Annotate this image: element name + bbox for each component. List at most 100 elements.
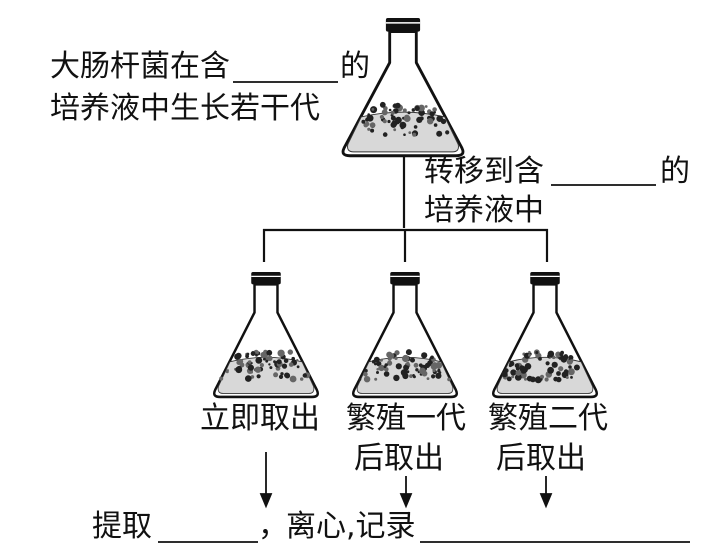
bacteria-dot — [379, 358, 383, 362]
bacteria-dot — [545, 361, 550, 366]
bacteria-dot — [369, 122, 376, 128]
bacteria-dot — [426, 377, 430, 380]
bacteria-dot — [560, 350, 564, 355]
bacteria-dot — [255, 357, 263, 364]
bacteria-dot — [440, 118, 447, 125]
flask-right-label-line2: 后取出 — [496, 441, 586, 476]
bacteria-dot — [568, 370, 572, 373]
bacteria-dot — [384, 363, 388, 367]
bacteria-dot — [384, 367, 389, 372]
bacteria-dot — [506, 376, 512, 382]
bacteria-dot — [555, 351, 562, 358]
bacteria-dot — [260, 351, 267, 358]
bacteria-dot — [544, 377, 549, 382]
bacteria-dot — [277, 349, 285, 357]
connector-lines — [262, 155, 549, 262]
bacteria-dot — [247, 360, 252, 364]
bacteria-dot — [528, 353, 531, 357]
flask-left — [212, 270, 320, 399]
bacteria-dot — [365, 121, 370, 127]
bacteria-dot — [291, 356, 296, 361]
bacteria-dot — [383, 371, 390, 377]
bacteria-dot — [535, 351, 539, 354]
bacteria-dot — [547, 350, 555, 358]
bacteria-dot — [403, 364, 410, 371]
bacteria-dot — [273, 360, 276, 364]
bottom-prefix: 提取 — [92, 509, 152, 544]
bacteria-dot — [394, 350, 400, 356]
bacteria-dot — [267, 355, 273, 361]
bacteria-dot — [435, 372, 442, 379]
bacteria-dot — [246, 352, 250, 356]
bacteria-dot — [402, 354, 410, 363]
bacteria-dot — [371, 108, 375, 111]
bacteria-dot — [394, 356, 398, 360]
bacteria-dot — [565, 376, 569, 379]
bacteria-dot — [265, 359, 269, 363]
bacteria-dot — [437, 368, 441, 372]
bacteria-dot — [514, 363, 520, 368]
arrow-down-icon — [399, 493, 413, 509]
transfer-label-line1-suffix: 的 — [660, 154, 690, 189]
blank-lines — [158, 81, 690, 543]
bacteria-dot — [289, 375, 297, 383]
bacteria-dot — [433, 123, 438, 127]
bacteria-dot — [367, 113, 371, 116]
bacteria-dot — [418, 363, 423, 368]
bacteria-dot — [429, 111, 435, 117]
bacteria-dot — [563, 373, 566, 376]
bacteria-dot — [255, 353, 258, 357]
bacteria-dot — [237, 358, 244, 365]
bacteria-dot — [381, 109, 388, 116]
transfer-label-line1-prefix: 转移到含 — [424, 154, 544, 189]
bottom-middle: 离心,记录 — [286, 509, 416, 544]
bacteria-dot — [526, 375, 533, 382]
arrow-down-icon — [259, 493, 273, 509]
bacteria-dot — [515, 366, 520, 371]
bacteria-dot — [400, 369, 408, 377]
bacteria-dot — [366, 114, 374, 122]
transfer-label-line2: 培养液中 — [424, 193, 544, 228]
flask-right — [491, 270, 599, 399]
top-label-line2: 培养液中生长若干代 — [50, 91, 320, 126]
bacteria-dot — [563, 354, 568, 359]
bacteria-dot — [266, 349, 273, 356]
bacteria-dot — [501, 371, 508, 378]
bacteria-dot — [508, 363, 512, 368]
bacteria-dot — [547, 366, 554, 374]
bacteria-dot — [534, 376, 542, 384]
bacteria-dot — [280, 372, 284, 376]
bacteria-dot — [514, 374, 522, 381]
bacteria-dot — [392, 103, 398, 108]
bacteria-dot — [281, 363, 288, 369]
flask-middle — [351, 270, 459, 399]
bacteria-dot — [363, 371, 368, 377]
bacteria-dot — [524, 377, 527, 381]
arrows — [259, 452, 553, 509]
bacteria-dot — [416, 116, 423, 123]
arrow-down-icon — [539, 493, 553, 509]
bacteria-dot — [235, 366, 243, 374]
bacteria-dot — [379, 114, 384, 120]
bacteria-dot — [390, 115, 396, 121]
flask-middle-label-line1: 繁殖一代 — [346, 401, 466, 436]
bacteria-dot — [371, 359, 376, 364]
flask-left-label-line1: 立即取出 — [200, 401, 320, 436]
bacteria-dot — [259, 363, 264, 368]
bacteria-dot — [254, 366, 262, 373]
bacteria-dot — [519, 365, 525, 372]
bacteria-dot — [395, 116, 402, 124]
bacteria-dot — [300, 377, 304, 381]
bacteria-dot — [387, 360, 393, 366]
bacteria-dot — [436, 130, 443, 137]
bacteria-dot — [364, 369, 368, 373]
bacteria-dot — [283, 358, 289, 364]
bacteria-dot — [400, 125, 405, 130]
bacteria-dot — [431, 374, 436, 379]
bacteria-dot — [551, 361, 558, 368]
bacteria-dot — [427, 118, 434, 125]
bacteria-dot — [361, 119, 366, 124]
bacteria-dot — [374, 362, 377, 366]
bacteria-dot — [263, 357, 266, 361]
